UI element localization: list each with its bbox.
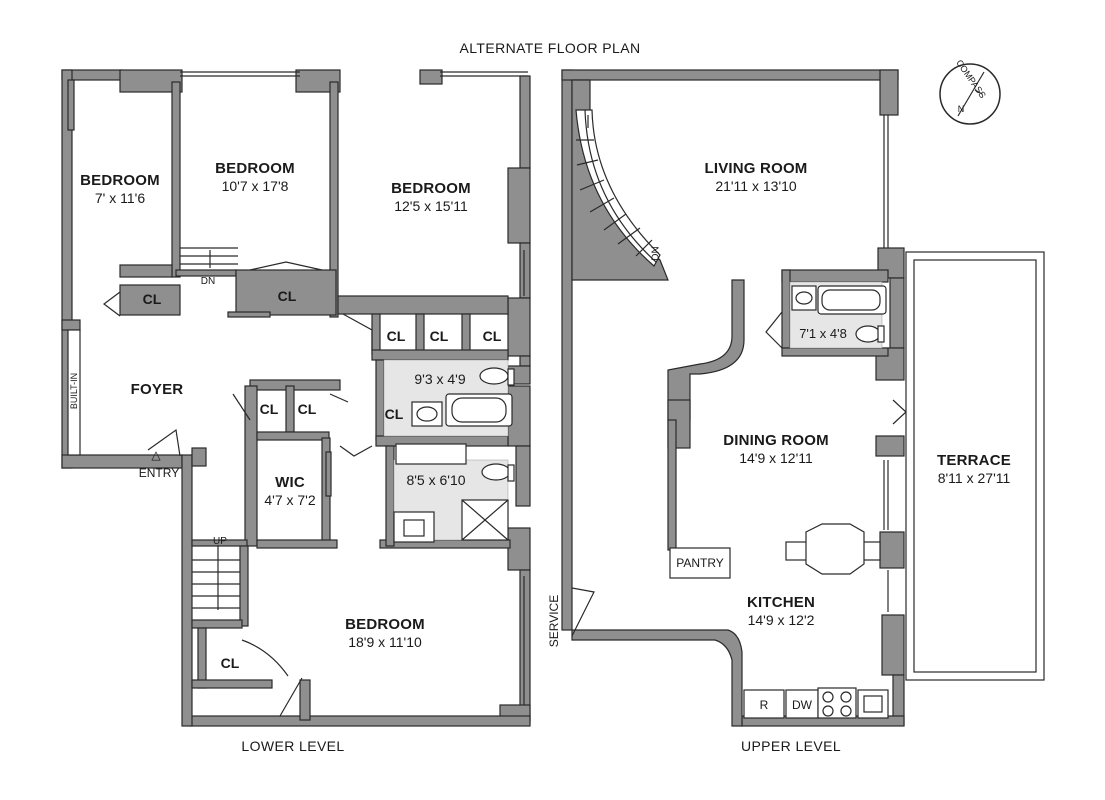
bedroom-2-dim: 10'7 x 17'8 [221, 178, 289, 194]
upper-level-walls [561, 69, 907, 727]
terrace-dim: 8'11 x 27'11 [937, 470, 1011, 486]
dining-room-dim: 14'9 x 12'11 [739, 450, 813, 466]
dishwasher-label: DW [792, 698, 812, 712]
terrace-outline [905, 251, 1045, 681]
bedroom-3-name: BEDROOM [391, 180, 471, 197]
stair-down-label-lower: DN [200, 276, 216, 287]
closet-label: CL [220, 655, 240, 671]
terrace-name: TERRACE [937, 452, 1011, 469]
bedroom-4-name: BEDROOM [345, 616, 425, 633]
dining-room-name: DINING ROOM [723, 432, 829, 449]
bedroom-3-dim: 12'5 x 15'11 [394, 198, 468, 214]
bath-1-dim: 9'3 x 4'9 [414, 371, 466, 387]
fridge-label: R [759, 698, 769, 712]
pantry-label: PANTRY [676, 556, 724, 570]
builtin-label: BUILT-IN [69, 372, 79, 410]
lower-level-walls [61, 69, 531, 727]
bedroom-4-dim: 18'9 x 11'10 [348, 634, 422, 650]
stair-down-label-upper: DN [650, 246, 662, 261]
closet-label: CL [482, 328, 502, 344]
bedroom-2-name: BEDROOM [215, 160, 295, 177]
closet-label: CL [277, 288, 297, 304]
wic-dim: 4'7 x 7'2 [264, 492, 316, 508]
compass-icon [939, 63, 1001, 125]
service-label: SERVICE [547, 594, 561, 648]
closet-label: CL [259, 401, 279, 417]
closet-label: CL [142, 291, 162, 307]
lower-level-label: LOWER LEVEL [241, 738, 345, 754]
closet-label: CL [429, 328, 449, 344]
closet-label: CL [384, 406, 404, 422]
kitchen-dim: 14'9 x 12'2 [747, 612, 815, 628]
living-room-dim: 21'11 x 13'10 [715, 178, 797, 194]
closet-label: CL [297, 401, 317, 417]
kitchen-name: KITCHEN [746, 594, 816, 611]
stair-lower-down [180, 247, 238, 268]
bath-2-dim: 8'5 x 6'10 [406, 472, 466, 488]
upper-bath-dim: 7'1 x 4'8 [799, 326, 847, 341]
plan-title: ALTERNATE FLOOR PLAN [459, 40, 641, 56]
entry-marker-icon: △ [151, 448, 161, 462]
living-room-name: LIVING ROOM [704, 160, 808, 177]
wic-name: WIC [275, 474, 305, 491]
bedroom-1-dim: 7' x 11'6 [94, 190, 146, 206]
entry-label: ENTRY [138, 466, 180, 480]
foyer-name: FOYER [130, 381, 184, 398]
compass-north-label: N [957, 104, 965, 114]
upper-level-label: UPPER LEVEL [740, 738, 842, 754]
spiral-stair [575, 109, 661, 267]
stair-lower-up [192, 545, 240, 610]
bedroom-1-name: BEDROOM [80, 172, 160, 189]
closet-label: CL [386, 328, 406, 344]
stair-up-label-lower: UP [213, 536, 227, 547]
